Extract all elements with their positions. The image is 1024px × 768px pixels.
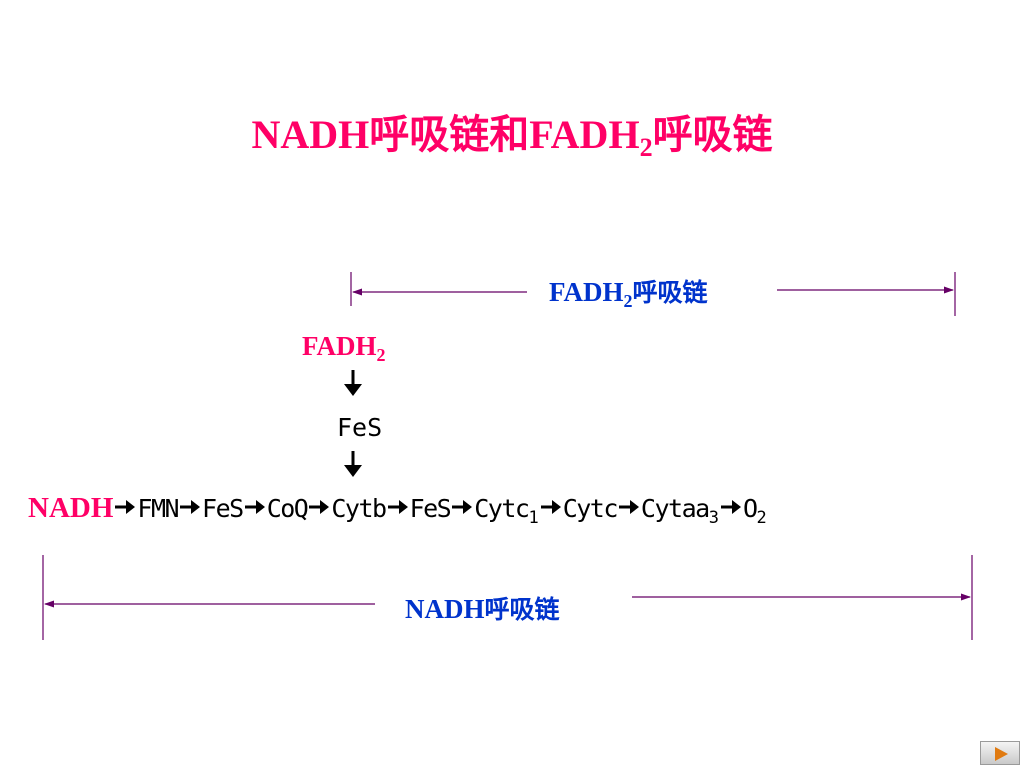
right-arrow-icon	[387, 500, 408, 514]
chain-node-text: FeS	[409, 494, 452, 523]
chain-node-subscript: 3	[708, 508, 719, 528]
right-arrow-icon	[180, 500, 201, 514]
chain-node: FeS	[202, 487, 244, 531]
right-arrow-icon	[244, 500, 265, 514]
chain-node-text: CoQ	[266, 494, 309, 523]
chain-node-text: O	[742, 494, 758, 523]
right-arrow-icon	[720, 500, 741, 514]
right-arrow-icon	[115, 500, 136, 514]
fadh-bracket-left-arrowhead	[352, 288, 362, 296]
chain-node-text: Cytc	[562, 494, 619, 523]
title-part1: NADH呼吸链和FADH	[251, 112, 640, 157]
chain-node-text: Cytaa	[640, 494, 710, 523]
fadh2-chain-label-suffix: 呼吸链	[632, 278, 708, 307]
page-title: NADH呼吸链和FADH2呼吸链	[0, 108, 1024, 162]
fadh2-chain-label: FADH2呼吸链	[549, 272, 708, 313]
chain-node: CoQ	[266, 487, 309, 531]
fadh2-chain-label-prefix: FADH	[549, 277, 624, 307]
chain-node: NADH	[28, 486, 113, 530]
fes-branch-node: FeS	[337, 413, 383, 442]
title-part2: 呼吸链	[652, 112, 773, 157]
fadh-bracket-right-arrowhead	[944, 286, 954, 294]
fadh2-source-prefix: FADH	[302, 331, 377, 361]
right-arrow-icon	[618, 500, 639, 514]
nadh-chain-label: NADH呼吸链	[405, 589, 560, 630]
nadh-chain-label-suffix: 呼吸链	[484, 595, 560, 624]
chain-node: Cytc	[562, 487, 619, 531]
down-arrow-icon	[344, 451, 362, 477]
nadh-bracket-right-arrowhead	[961, 593, 971, 601]
fadh2-source-subscript: 2	[376, 345, 386, 365]
chain-node-text: Cytc	[474, 494, 530, 523]
next-slide-button[interactable]	[980, 741, 1020, 765]
right-arrow-icon	[309, 500, 330, 514]
chain-node: Cytaa3	[641, 487, 719, 531]
chain-node: Cytc1	[474, 487, 538, 531]
play-icon	[995, 747, 1008, 761]
chain-node: FMN	[137, 487, 179, 531]
chain-node-text: Cytb	[331, 494, 387, 523]
chain-node-subscript: 1	[528, 508, 539, 528]
title-subscript: 2	[639, 133, 653, 162]
right-arrow-icon	[540, 500, 561, 514]
chain-node: Cytb	[331, 487, 387, 531]
chain-node-text: FMN	[137, 494, 179, 523]
chain-node: FeS	[409, 487, 452, 531]
nadh-chain-label-prefix: NADH	[405, 594, 485, 624]
chain-node-subscript: 2	[756, 508, 767, 528]
fadh2-chain-label-subscript: 2	[623, 291, 633, 311]
fadh2-source-node: FADH2	[302, 326, 386, 366]
right-arrow-icon	[452, 500, 473, 514]
nadh-bracket-left-arrowhead	[44, 600, 54, 608]
down-arrow-icon	[344, 370, 362, 396]
chain-node-text: FeS	[202, 494, 244, 523]
chain-node-text: NADH	[28, 492, 114, 524]
chain-node: O2	[743, 487, 767, 531]
